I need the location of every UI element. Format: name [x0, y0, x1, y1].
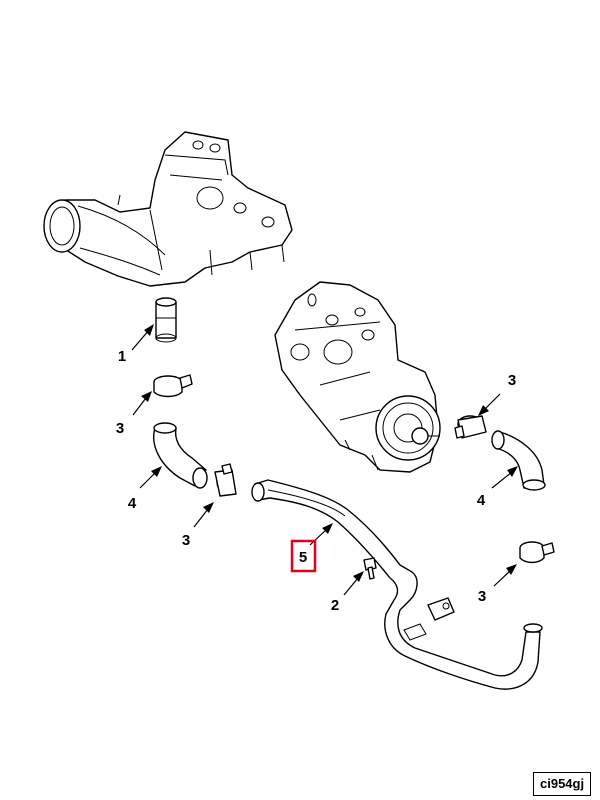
engine-component-with-gear — [274, 281, 441, 473]
hose-elbow-right — [491, 430, 546, 491]
callout-3-middle-left: 3 — [182, 532, 190, 549]
callout-1: 1 — [118, 348, 126, 365]
callout-4-left: 4 — [128, 495, 137, 512]
callout-4-right: 4 — [477, 492, 486, 509]
bolt-part-2 — [363, 557, 377, 580]
hose-clamp-upper-left — [153, 374, 193, 398]
leader-lines — [131, 324, 518, 596]
hose-elbow-left — [153, 422, 208, 489]
callout-5: 5 — [299, 549, 307, 566]
hose-clamp-lower-right — [519, 541, 555, 564]
water-tube-part-5 — [251, 479, 543, 690]
hose-clamp-upper-right — [454, 415, 487, 439]
tube-connector-part-1 — [155, 297, 177, 343]
callout-2: 2 — [331, 597, 339, 614]
callout-5-highlight-box — [290, 539, 317, 573]
hose-clamp-middle-left — [214, 463, 237, 497]
callout-3-upper-right: 3 — [508, 372, 516, 389]
thermostat-housing-assembly — [43, 131, 293, 287]
callout-labels: 1 3 4 3 5 2 3 4 3 — [116, 348, 516, 614]
figure-code: ci954gj — [533, 772, 592, 796]
callout-3-upper-left: 3 — [116, 420, 124, 437]
callout-3-lower-right: 3 — [478, 588, 486, 605]
